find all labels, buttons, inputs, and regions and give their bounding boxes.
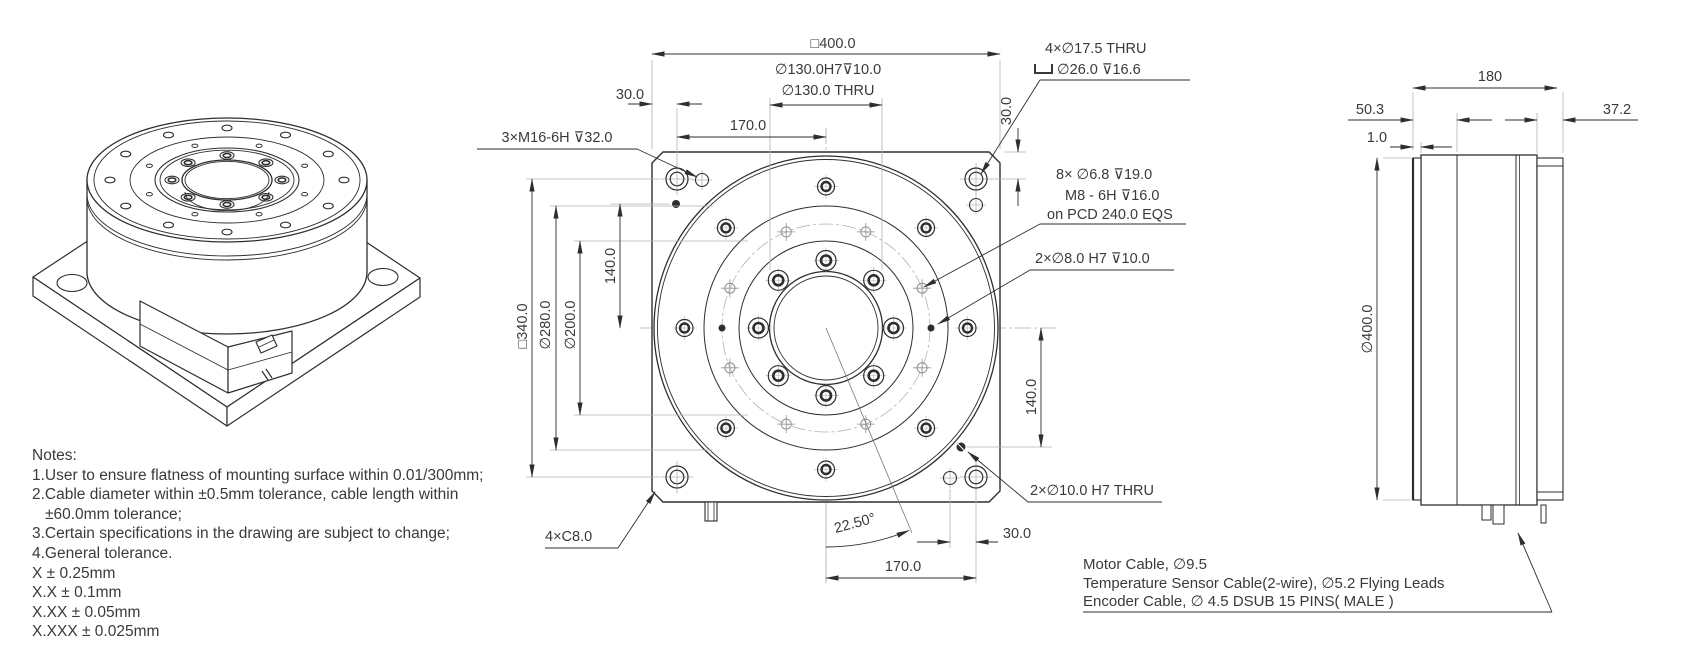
dim-label-170-bottom: 170.0 — [884, 558, 922, 575]
note-line-3: 3.Certain specifications in the drawing … — [32, 525, 450, 543]
cable-encoder: Encoder Cable, ∅ 4.5 DSUB 15 PINS( MALE … — [1083, 593, 1394, 610]
side-view — [1411, 154, 1564, 525]
dim-label-200: ∅200.0 — [562, 300, 579, 350]
dim-label-400-side: ∅400.0 — [1359, 304, 1376, 354]
dim-arc-angle — [825, 530, 910, 548]
side-connectors — [1481, 504, 1547, 525]
dim-label-280: ∅280.0 — [537, 300, 554, 350]
rotor-outer-circle — [653, 155, 999, 501]
iso-connector — [255, 334, 278, 381]
cable-motor: Motor Cable, ∅9.5 — [1083, 556, 1207, 573]
iso-cylinder-body — [86, 117, 368, 335]
notes-block: Notes: 1.User to ensure flatness of moun… — [32, 446, 483, 642]
callout-chamfer: 4×C8.0 — [545, 529, 593, 545]
dim-label-140-left: 140.0 — [602, 247, 619, 285]
front-view — [640, 128, 1056, 583]
leader-chamfer — [617, 491, 656, 549]
circle-280 — [703, 205, 949, 451]
leader-corner-holes — [980, 79, 1041, 175]
dim-label-bolt-square: □340.0 — [514, 303, 531, 349]
leader-cables — [1517, 532, 1553, 613]
tolerance-1: X ± 0.25mm — [32, 564, 116, 582]
extension-lines — [526, 60, 1564, 583]
dim-label-180: 180 — [1477, 68, 1503, 85]
note-line-2b: ±60.0mm tolerance; — [45, 505, 182, 523]
leader-dowel8 — [937, 269, 1031, 325]
callout-corner-holes-line1: 4×∅17.5 THRU — [1045, 41, 1147, 57]
notes-heading: Notes: — [32, 447, 77, 464]
counterbore-icon — [1034, 64, 1053, 74]
callout-m8-line3: on PCD 240.0 EQS — [1047, 207, 1173, 223]
callout-dowel10: 2×∅10.0 H7 THRU — [1030, 483, 1154, 499]
dim-label-bore-thru: ∅130.0 THRU — [781, 82, 875, 99]
callout-m8-line1: 8× ∅6.8 ⊽19.0 — [1056, 167, 1153, 183]
tolerance-4: X.XXX ± 0.025mm — [32, 623, 160, 641]
callout-corner-holes-line2: ∅26.0 ⊽16.6 — [1034, 63, 1141, 78]
iso-motor-housing — [139, 300, 293, 394]
leader-m8 — [923, 223, 1041, 288]
dim-label-width-top: □400.0 — [810, 35, 856, 52]
dim-label-30-right: 30.0 — [998, 96, 1015, 126]
callout-dowel8: 2×∅8.0 H7 ⊽10.0 — [1035, 251, 1150, 267]
callout-m16: 3×M16-6H ⊽32.0 — [501, 129, 613, 146]
dim-label-30-bottom: 30.0 — [1002, 525, 1032, 542]
cable-callout-block: Motor Cable, ∅9.5 Temperature Sensor Cab… — [1083, 556, 1445, 612]
dim-label-30-top: 30.0 — [615, 86, 645, 103]
leader-m16 — [636, 148, 698, 178]
side-flange — [1412, 157, 1422, 501]
side-body — [1420, 154, 1538, 506]
note-line-1: 1.User to ensure flatness of mounting su… — [32, 466, 484, 484]
bottom-stub — [704, 501, 718, 522]
dim-label-170-top: 170.0 — [729, 117, 767, 134]
tolerance-2: X.X ± 0.1mm — [32, 584, 122, 602]
dim-label-50-3: 50.3 — [1355, 101, 1385, 118]
note-line-4: 4.General tolerance. — [32, 544, 173, 562]
dowel-pins — [672, 200, 966, 452]
leader-lines — [477, 79, 1553, 613]
dim-label-1-0: 1.0 — [1366, 129, 1388, 146]
dim-label-37-2: 37.2 — [1602, 101, 1632, 118]
callout-m8-line2: M8 - 6H ⊽16.0 — [1065, 188, 1160, 204]
note-line-2: 2.Cable diameter within ±0.5mm tolerance… — [32, 486, 459, 504]
dimension-lines — [529, 51, 1638, 581]
tolerance-3: X.XX ± 0.05mm — [32, 603, 141, 621]
dim-label-140-right: 140.0 — [1023, 378, 1040, 416]
side-end-cap — [1536, 157, 1564, 501]
circle-200 — [738, 240, 914, 416]
dim-label-bore-cbore: ∅130.0H7⊽10.0 — [774, 61, 882, 78]
leader-dowel10 — [967, 451, 1029, 503]
isometric-view — [32, 117, 421, 427]
cable-temperature: Temperature Sensor Cable(2-wire), ∅5.2 F… — [1083, 574, 1445, 592]
